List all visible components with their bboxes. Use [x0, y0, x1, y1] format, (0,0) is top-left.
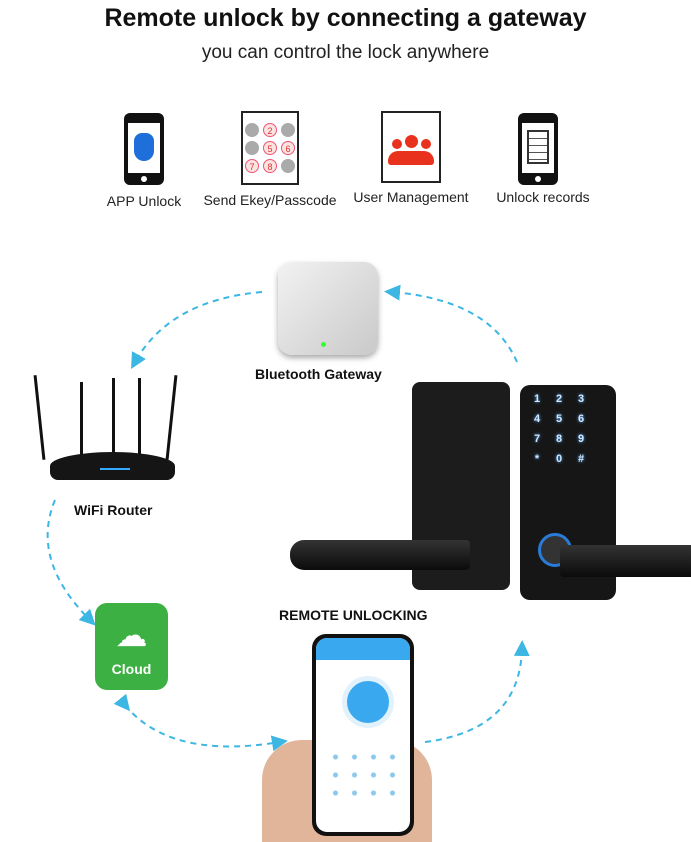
lock-key: 9 — [577, 433, 585, 445]
keypad-key — [281, 123, 295, 137]
app-screen — [316, 638, 410, 832]
lock-key: 5 — [555, 413, 563, 425]
keypad-key — [245, 141, 259, 155]
lock-key: 0 — [555, 453, 563, 465]
lock-key: 6 — [577, 413, 585, 425]
keypad-key — [245, 123, 259, 137]
keypad-key: 8 — [263, 159, 277, 173]
page-subtitle: you can control the lock anywhere — [201, 42, 490, 63]
keypad-key: 2 — [263, 123, 277, 137]
hand-key-phone-icon — [124, 113, 164, 185]
lock-key: * — [534, 453, 540, 465]
phone-image — [312, 634, 414, 836]
lock-key: 2 — [555, 393, 563, 405]
cloud-label: Cloud — [111, 661, 152, 677]
lock-key: 3 — [577, 393, 585, 405]
gateway-image — [278, 262, 378, 355]
cloud-sync-icon: ☁ — [115, 617, 148, 653]
arrow-gateway-to-router — [131, 291, 263, 369]
lock-key: 7 — [533, 433, 541, 445]
arrow-lock-to-gateway — [384, 284, 518, 363]
keypad-key — [281, 159, 295, 173]
feature-label: Send Ekey/Passcode — [203, 192, 337, 208]
app-menu-grid — [326, 748, 402, 808]
keypad-key: 5 — [263, 141, 277, 155]
users-icon — [381, 111, 441, 183]
keypad-key: 6 — [281, 141, 295, 155]
lock-key: 4 — [533, 413, 541, 425]
feature-label: Unlock records — [496, 189, 590, 205]
lock-key: 1 — [533, 393, 541, 405]
page-title: Remote unlock by connecting a gateway — [104, 4, 587, 32]
router-label: WiFi Router — [74, 502, 153, 518]
records-phone-icon — [518, 113, 558, 185]
router-image — [30, 370, 180, 485]
lock-key: 8 — [555, 433, 563, 445]
feature-label: APP Unlock — [106, 193, 182, 209]
arrow-router-to-cloud — [46, 499, 96, 626]
gateway-label: Bluetooth Gateway — [255, 366, 382, 382]
cloud-tile: ☁ Cloud — [95, 603, 168, 690]
lock-key: # — [577, 453, 585, 465]
keypad-key: 7 — [245, 159, 259, 173]
feature-label: User Management — [353, 189, 469, 205]
lock-back-handle — [290, 540, 470, 570]
arrow-cloud-phone — [113, 693, 288, 752]
lock-front-handle — [560, 545, 691, 577]
unlock-button-icon[interactable] — [342, 676, 394, 728]
remote-unlocking-label: REMOTE UNLOCKING — [279, 607, 428, 623]
arrow-phone-to-lock — [424, 640, 530, 743]
